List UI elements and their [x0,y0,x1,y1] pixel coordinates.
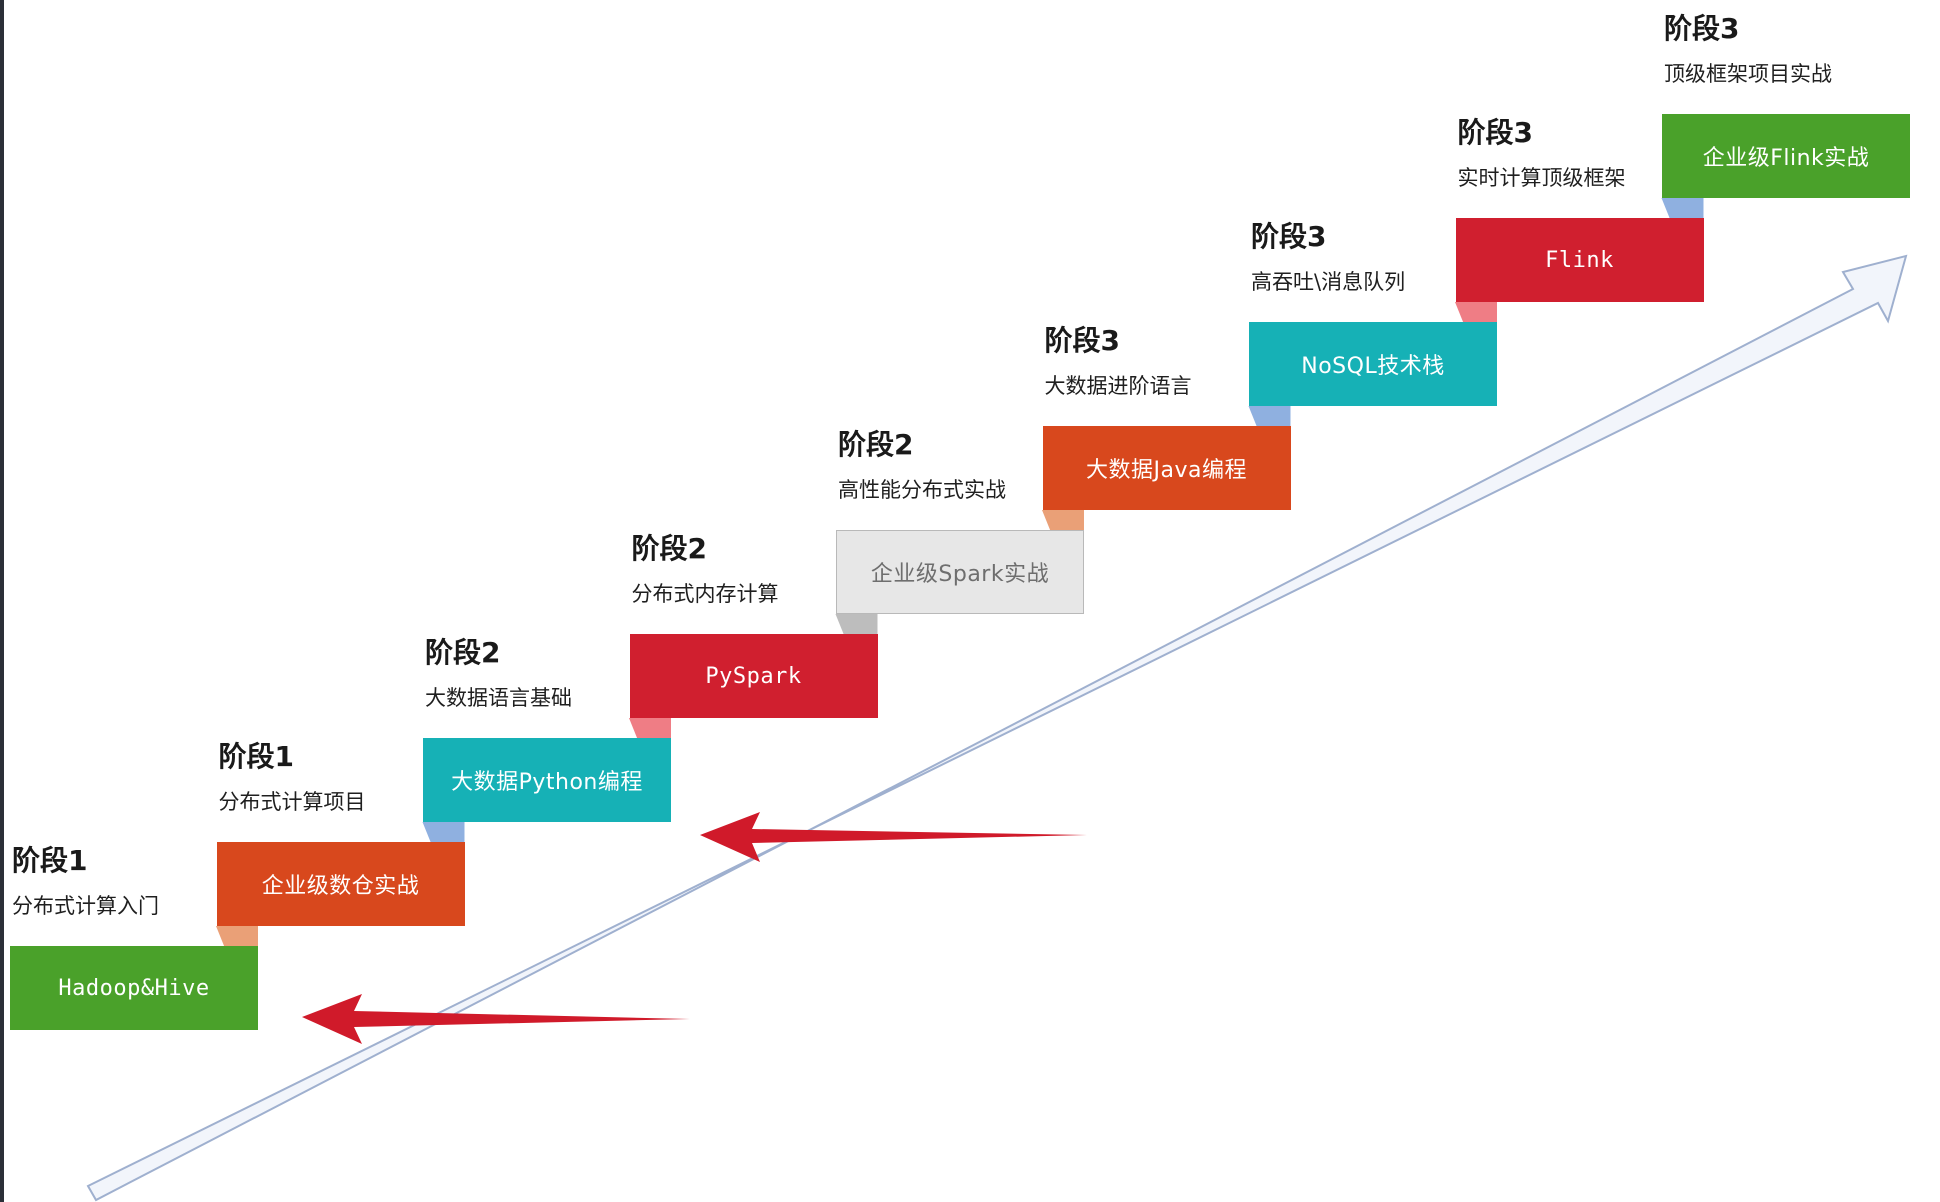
step-label: NoSQL技术栈 [1301,354,1445,379]
step-label: 企业级Spark实战 [870,562,1050,587]
stage-title: 阶段3 [1664,12,1740,45]
red-pointer-arrow-lower [302,994,690,1044]
stage-subtitle: 高吞吐\消息队列 [1251,270,1406,294]
step-box-6: 大数据Java编程 [1042,426,1291,510]
stage-subtitle: 分布式计算入门 [12,894,159,918]
step-box-1: Hadoop&Hive [10,946,258,1030]
step-box-3: 大数据Python编程 [423,738,671,822]
stage-title: 阶段2 [838,428,914,461]
stage-title: 阶段3 [1457,116,1533,149]
progress-diagonal-arrow [86,254,1908,1202]
step-box-7: NoSQL技术栈 [1249,322,1497,406]
stage-subtitle: 大数据进阶语言 [1044,374,1192,398]
stage-title: 阶段2 [425,636,501,669]
step-label: 大数据Python编程 [451,770,643,795]
stage-subtitle: 分布式计算项目 [218,790,366,814]
step-label: PySpark [705,663,802,689]
stage-title: 阶段3 [1251,220,1327,253]
stage-title: 阶段1 [218,740,294,773]
step-label: 大数据Java编程 [1086,458,1247,483]
red-pointer-arrow-upper [700,812,1087,862]
step-box-5: 企业级Spark实战 [836,530,1084,614]
left-edge-bar [0,0,4,1202]
stage-subtitle: 大数据语言基础 [425,686,572,710]
stage-title: 阶段1 [12,844,88,877]
step-label: 企业级数仓实战 [261,874,420,899]
stage-subtitle: 顶级框架项目实战 [1664,62,1832,86]
step-label: Hadoop&Hive [58,975,210,1001]
step-label: 企业级Flink实战 [1702,146,1870,171]
stage-title: 阶段3 [1044,324,1120,357]
step-box-8: Flink [1455,218,1704,302]
step-label: Flink [1545,247,1614,273]
stage-subtitle: 实时计算顶级框架 [1457,166,1626,190]
stage-subtitle: 分布式内存计算 [631,582,779,606]
step-box-4: PySpark [629,634,878,718]
step-box-9: 企业级Flink实战 [1662,114,1910,198]
stage-title: 阶段2 [631,532,707,565]
step-box-2: 企业级数仓实战 [216,842,465,926]
stage-subtitle: 高性能分布式实战 [838,478,1006,502]
